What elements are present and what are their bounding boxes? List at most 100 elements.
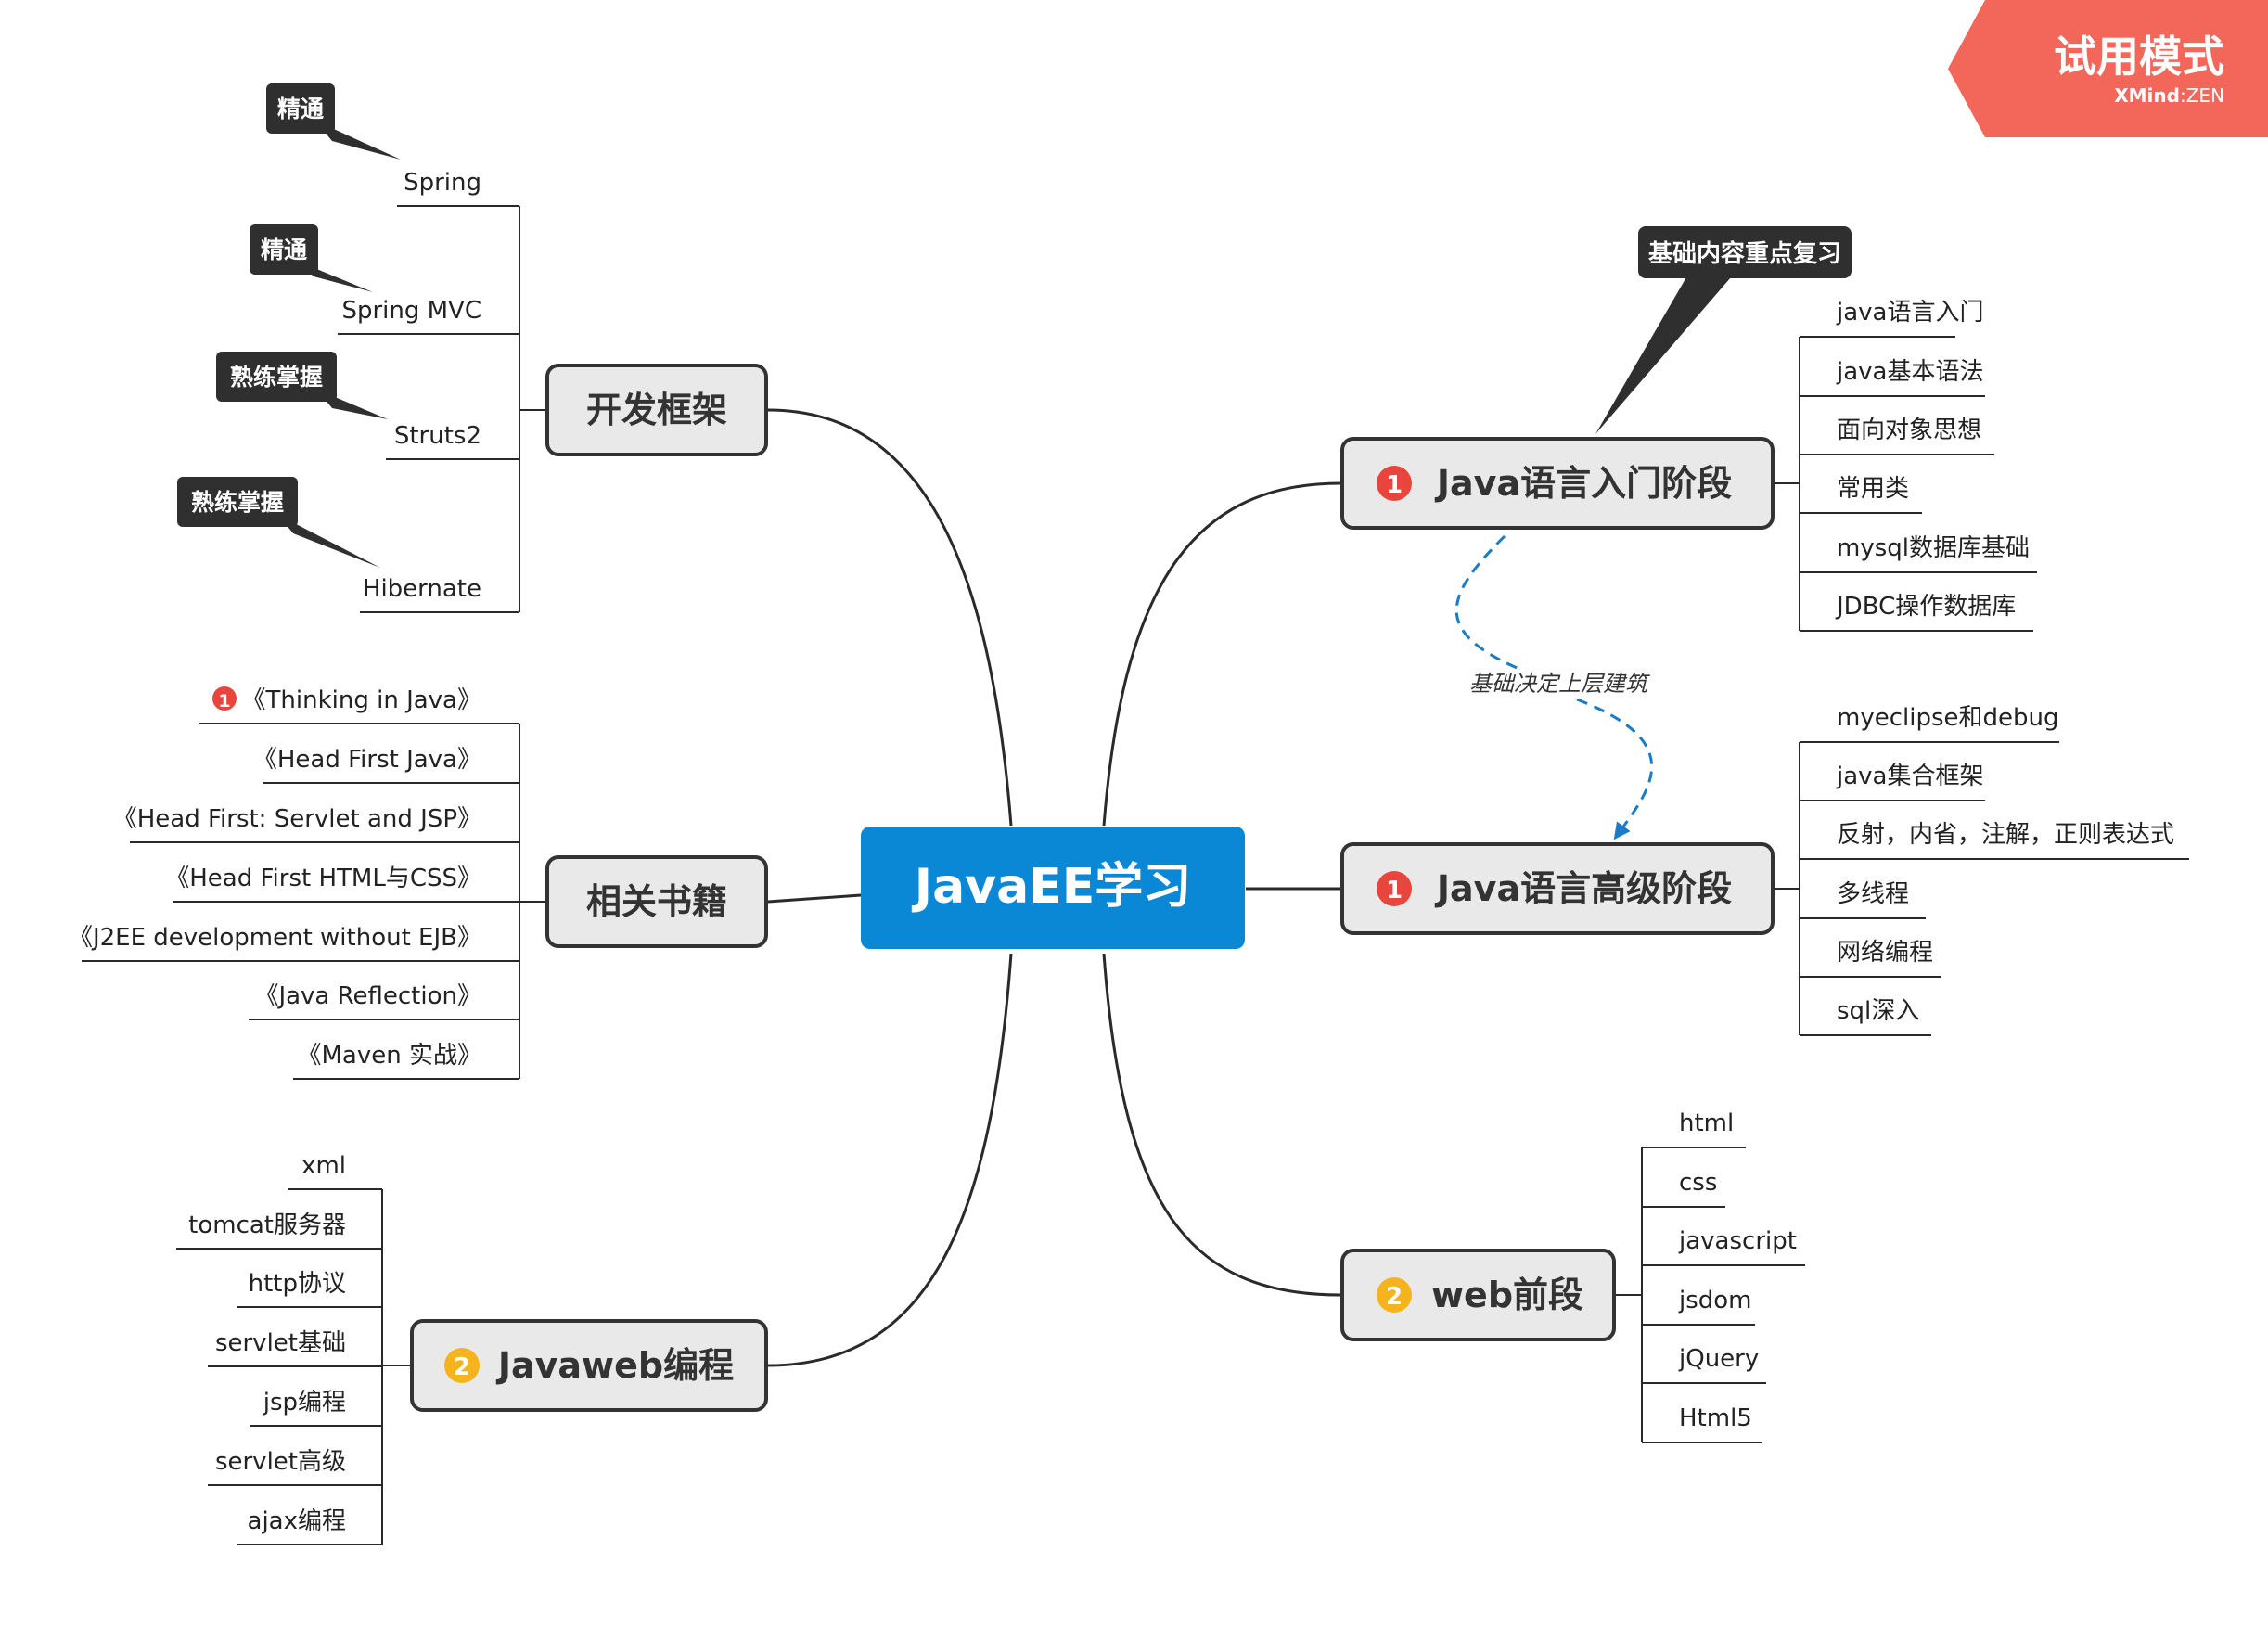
bracket-java-advanced xyxy=(1775,741,1820,1036)
connector-java-intro xyxy=(1102,481,1341,827)
svg-text:1: 1 xyxy=(218,691,230,711)
branch-java-advanced[interactable]: 1 Java语言高级阶段 xyxy=(1340,842,1775,935)
connector-books xyxy=(767,893,862,904)
subtopic-multithreading[interactable]: 多线程 xyxy=(1837,880,1909,908)
web-front-items: html css javascript jsdom jQuery Html5 xyxy=(1678,1109,1797,1432)
connector-javaweb xyxy=(767,953,1013,1367)
bracket-web-front xyxy=(1616,1147,1662,1443)
javaweb-items: xml tomcat服务器 http协议 servlet基础 jsp编程 ser… xyxy=(188,1152,346,1535)
trial-watermark-brand: XMind:ZEN xyxy=(2114,84,2224,107)
subtopic-myeclipse[interactable]: myeclipse和debug xyxy=(1837,704,2059,732)
java-advanced-items: myeclipse和debug java集合框架 反射，内省，注解，正则表达式 … xyxy=(1836,704,2174,1025)
branch-books[interactable]: 相关书籍 xyxy=(545,855,768,948)
subtopic-reflection[interactable]: 反射，内省，注解，正则表达式 xyxy=(1837,821,2174,849)
subtopic-brackets xyxy=(362,205,1820,1545)
svg-text:基础内容重点复习: 基础内容重点复习 xyxy=(1648,239,1841,268)
priority-marker-java-intro xyxy=(1377,466,1412,501)
subtopic-book-j2ee[interactable]: 《J2EE development without EJB》 xyxy=(69,924,481,952)
subtopic-xml[interactable]: xml xyxy=(301,1152,346,1180)
callout-tail-java-intro xyxy=(1595,271,1736,434)
subtopic-book-servlet-jsp[interactable]: 《Head First: Servlet and JSP》 xyxy=(113,805,481,833)
frameworks-items: Spring Spring MVC Struts2 Hibernate xyxy=(341,169,481,603)
subtopic-jdbc[interactable]: JDBC操作数据库 xyxy=(1835,593,2016,621)
bracket-javaweb xyxy=(362,1188,410,1545)
subtopic-html5[interactable]: Html5 xyxy=(1679,1404,1752,1432)
priority-marker-javaweb xyxy=(444,1348,480,1383)
relationship-arrow[interactable] xyxy=(1454,534,1654,833)
svg-text:1: 1 xyxy=(1386,471,1403,499)
trial-watermark-edition: ZEN xyxy=(2186,84,2224,107)
root-topic[interactable]: JavaEE学习 xyxy=(861,827,1245,949)
branch-web-front[interactable]: 2 web前段 xyxy=(1340,1249,1616,1341)
subtopic-html[interactable]: html xyxy=(1679,1109,1734,1137)
callout-java-intro: 基础内容重点复习 xyxy=(1638,226,1852,278)
branch-java-intro[interactable]: 1 Java语言入门阶段 xyxy=(1340,437,1775,530)
svg-text:1: 1 xyxy=(1386,877,1403,904)
svg-text:熟练掌握: 熟练掌握 xyxy=(230,364,323,391)
subtopic-book-head-first-java[interactable]: 《Head First Java》 xyxy=(253,746,481,774)
callout-tail-spring xyxy=(315,121,401,160)
subtopic-network[interactable]: 网络编程 xyxy=(1837,939,1933,967)
subtopic-tomcat[interactable]: tomcat服务器 xyxy=(188,1211,346,1239)
callout-spring-mvc: 精通 xyxy=(250,224,318,275)
subtopic-java-intro[interactable]: java语言入门 xyxy=(1836,299,1983,327)
subtopic-mysql[interactable]: mysql数据库基础 xyxy=(1837,534,2030,562)
subtopic-css[interactable]: css xyxy=(1679,1169,1717,1197)
trial-watermark-brand-name: XMind xyxy=(2114,84,2180,107)
subtopic-spring[interactable]: Spring xyxy=(404,169,481,197)
root-connectors xyxy=(767,408,1341,1367)
svg-text:熟练掌握: 熟练掌握 xyxy=(191,489,284,516)
trial-watermark-separator: : xyxy=(2180,84,2186,107)
branch-javaweb[interactable]: 2 Javaweb编程 xyxy=(410,1319,768,1412)
subtopic-servlet-basic[interactable]: servlet基础 xyxy=(215,1329,346,1357)
subtopic-jquery[interactable]: jQuery xyxy=(1678,1345,1759,1373)
bracket-books xyxy=(497,723,545,1080)
subtopic-spring-mvc[interactable]: Spring MVC xyxy=(341,297,481,325)
svg-text:2: 2 xyxy=(454,1353,470,1381)
svg-text:2: 2 xyxy=(1386,1283,1403,1311)
bracket-frameworks xyxy=(497,205,545,613)
subtopic-jsdom[interactable]: jsdom xyxy=(1678,1287,1752,1314)
svg-text:精通: 精通 xyxy=(277,96,324,122)
subtopic-javascript[interactable]: javascript xyxy=(1678,1227,1797,1255)
root-topic-label: JavaEE学习 xyxy=(912,859,1191,915)
connector-web-front xyxy=(1102,953,1341,1297)
svg-text:相关书籍: 相关书籍 xyxy=(586,881,727,922)
callout-tail-hibernate xyxy=(278,515,380,568)
svg-text:web前段: web前段 xyxy=(1431,1275,1583,1315)
subtopic-ajax[interactable]: ajax编程 xyxy=(248,1507,346,1535)
branch-frameworks[interactable]: 开发框架 xyxy=(545,364,768,456)
subtopic-hibernate[interactable]: Hibernate xyxy=(363,575,481,603)
subtopic-book-maven[interactable]: 《Maven 实战》 xyxy=(298,1042,482,1070)
subtopic-oop[interactable]: 面向对象思想 xyxy=(1837,417,1981,444)
relationship-label[interactable]: 基础决定上层建筑 xyxy=(1469,671,1651,697)
subtopic-collections[interactable]: java集合框架 xyxy=(1836,763,1983,790)
subtopic-struts2[interactable]: Struts2 xyxy=(394,422,481,450)
priority-marker-book: 1 xyxy=(212,686,237,711)
trial-watermark[interactable]: 试用模式 XMind:ZEN xyxy=(1948,0,2268,137)
svg-text:Java语言入门阶段: Java语言入门阶段 xyxy=(1434,463,1732,504)
books-items: 《Thinking in Java》 《Head First Java》 《He… xyxy=(69,686,481,1070)
subtopic-http[interactable]: http协议 xyxy=(249,1270,346,1298)
svg-text:Javaweb编程: Javaweb编程 xyxy=(495,1345,734,1386)
svg-text:精通: 精通 xyxy=(261,237,307,263)
subtopic-book-html-css[interactable]: 《Head First HTML与CSS》 xyxy=(165,865,481,892)
subtopic-servlet-advanced[interactable]: servlet高级 xyxy=(215,1448,346,1476)
subtopic-underlines xyxy=(82,205,2189,1545)
trial-watermark-title: 试用模式 xyxy=(2054,32,2224,82)
bracket-java-intro xyxy=(1775,336,1820,632)
java-intro-items: java语言入门 java基本语法 面向对象思想 常用类 mysql数据库基础 … xyxy=(1835,299,2030,621)
subtopic-jsp[interactable]: jsp编程 xyxy=(263,1389,346,1416)
subtopic-common-classes[interactable]: 常用类 xyxy=(1837,475,1909,503)
subtopic-book-thinking-in-java[interactable]: 《Thinking in Java》 xyxy=(242,686,481,714)
svg-text:开发框架: 开发框架 xyxy=(586,390,727,430)
subtopic-java-syntax[interactable]: java基本语法 xyxy=(1836,358,1983,386)
callout-hibernate: 熟练掌握 xyxy=(177,477,298,527)
subtopic-sql[interactable]: sql深入 xyxy=(1837,997,1919,1025)
svg-text:Java语言高级阶段: Java语言高级阶段 xyxy=(1434,868,1732,909)
priority-marker-web-front xyxy=(1377,1277,1412,1313)
subtopic-book-reflection[interactable]: 《Java Reflection》 xyxy=(254,982,481,1010)
priority-marker-java-advanced xyxy=(1377,871,1412,906)
callout-struts2: 熟练掌握 xyxy=(216,352,337,402)
